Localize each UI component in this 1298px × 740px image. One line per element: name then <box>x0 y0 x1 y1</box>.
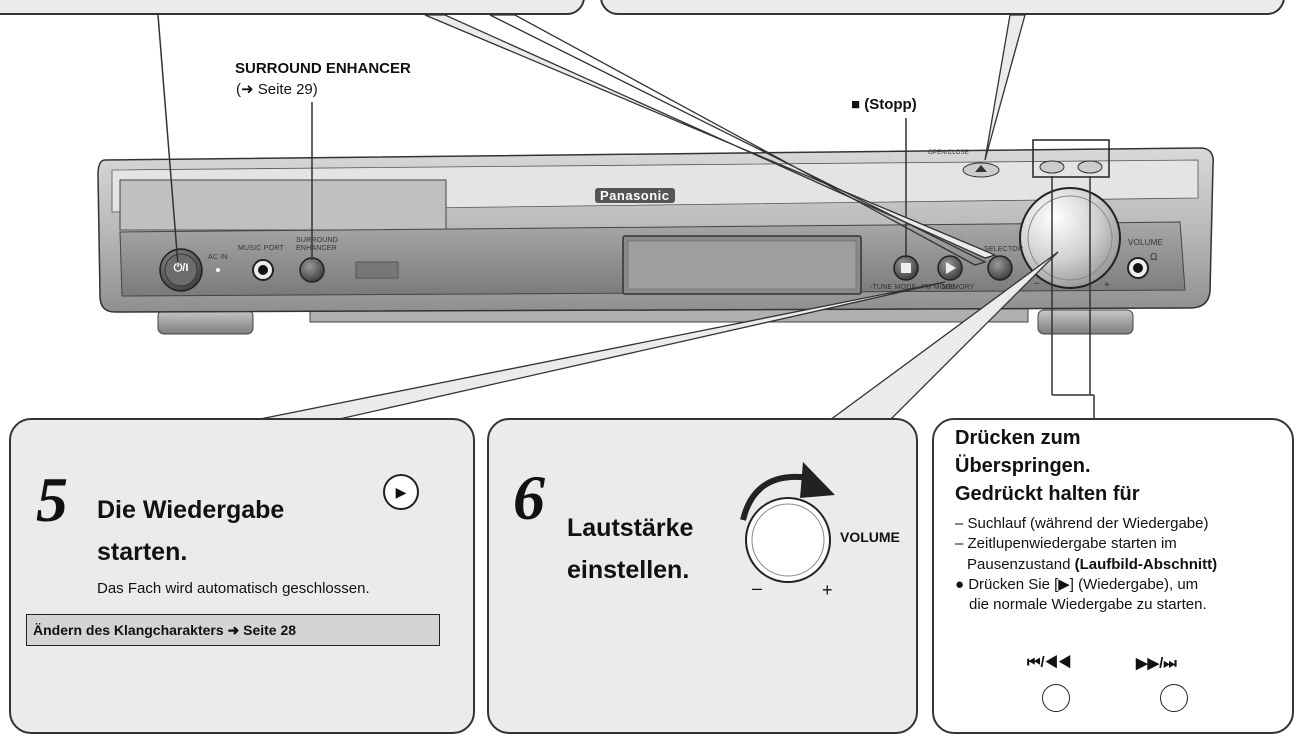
skip-heading-1: Drücken zum <box>955 427 1081 449</box>
skip-panel <box>932 418 1294 734</box>
open-close-label: OPEN/CLOSE <box>928 150 970 156</box>
skip-note-3b: die normale Wiedergabe zu starten. <box>969 596 1207 613</box>
memory-label: MEMORY <box>942 284 975 291</box>
skip-back-device-button <box>1039 160 1065 174</box>
surround-button <box>299 257 325 283</box>
tune-mode-label: -TUNE MODE -FM MODE <box>870 284 956 291</box>
step6-panel <box>487 418 918 734</box>
surround-ref: (➜ Seite 29) <box>236 81 318 98</box>
skip-fwd-device-button <box>1077 160 1103 174</box>
skip-back-icon <box>1042 684 1070 712</box>
skip-note-1: – Suchlauf (während der Wiedergabe) <box>955 515 1209 532</box>
skip-back-label: ⏮/◀◀ <box>1027 654 1072 671</box>
step5-note: Das Fach wird automatisch geschlossen. <box>97 580 370 597</box>
volume-minus-label: – <box>1034 278 1040 289</box>
step5-play-icon: ▶ <box>383 474 419 510</box>
ac-in-label: AC IN <box>208 254 228 261</box>
step5-title-2: starten. <box>97 538 188 566</box>
skip-fwd-icon <box>1160 684 1188 712</box>
skip-heading-3: Gedrückt halten für <box>955 483 1140 505</box>
skip-note-2b: Pausenzustand (Laufbild-Abschnitt) <box>967 555 1218 573</box>
step6-title-2: einstellen. <box>567 556 690 584</box>
ir-window <box>355 261 399 279</box>
volume-plus-label: + <box>1104 280 1111 291</box>
step6-plus: + <box>822 580 833 600</box>
step6-volume-knob <box>740 462 835 583</box>
power-icon[interactable]: ⏻/I <box>173 262 189 274</box>
music-port-label: MUSIC PORT <box>238 245 284 252</box>
step5-title-1: Die Wiedergabe <box>97 496 285 524</box>
volume-device-label: VOLUME <box>1128 238 1163 247</box>
step6-minus: – <box>752 578 763 598</box>
headphone-icon: Ω <box>1150 252 1158 263</box>
selector-label: SELECTOR <box>984 246 1024 253</box>
stop-annotation: ■ (Stopp) <box>851 96 917 113</box>
surround-label-1: SURROUND <box>296 237 339 244</box>
step6-number: 6 <box>513 462 545 533</box>
skip-note-2a: – Zeitlupenwiedergabe starten im <box>955 535 1177 553</box>
right-foot <box>1037 309 1134 335</box>
left-foot <box>157 309 254 335</box>
selector-button <box>987 255 1013 281</box>
step6-volume-label: VOLUME <box>840 529 900 545</box>
step5-number: 5 <box>36 464 68 535</box>
ac-in-led <box>216 268 220 272</box>
skip-note-3a: ● Drücken Sie [▶] (Wiedergabe), um <box>955 575 1199 593</box>
clockwise-arrow-icon <box>740 473 811 521</box>
skip-heading-2: Überspringen. <box>955 455 1091 477</box>
surround-label-2: ENHANCER <box>296 245 337 252</box>
step5-ref-box: Ändern des Klangcharakters ➜ Seite 28 <box>26 614 440 646</box>
surround-title: SURROUND ENHANCER <box>235 60 411 77</box>
step6-title-1: Lautstärke <box>567 514 694 542</box>
skip-fwd-label: ▶▶/⏭ <box>1136 655 1177 672</box>
brand-logo: Panasonic <box>595 188 675 203</box>
skip-highlight-box <box>1032 139 1110 178</box>
disc-tray <box>119 179 447 231</box>
step5-panel <box>9 418 475 734</box>
skip-notes: – Suchlauf (während der Wiedergabe) – Ze… <box>955 514 1290 615</box>
